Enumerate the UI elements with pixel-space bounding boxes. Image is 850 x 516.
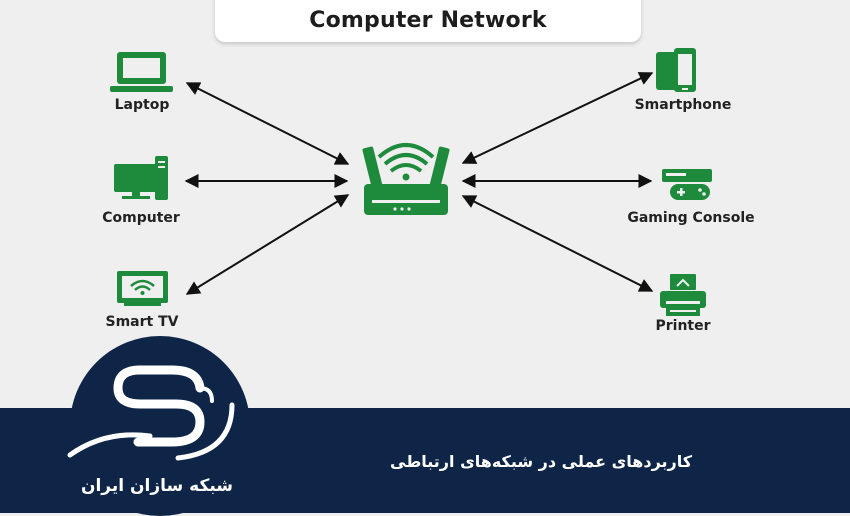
arrow-printer xyxy=(461,195,654,292)
computer-label: Computer xyxy=(102,210,180,226)
smart-tv-label: Smart TV xyxy=(105,314,179,330)
printer-label: Printer xyxy=(655,318,711,334)
arrow-smart-tv xyxy=(185,194,350,295)
brand-name: شبکه سازان ایران xyxy=(80,476,233,496)
gaming-console-icon xyxy=(662,169,712,200)
arrow-laptop xyxy=(185,82,350,165)
title-box: Computer Network xyxy=(215,0,641,42)
laptop-label: Laptop xyxy=(114,97,170,113)
printer-icon xyxy=(660,274,706,316)
smartphone-label: Smartphone xyxy=(634,97,732,113)
smartphone-icon xyxy=(656,48,696,92)
arrow-smartphone xyxy=(461,72,654,164)
wifi-router-icon xyxy=(362,143,450,215)
desktop-computer-icon xyxy=(114,156,168,200)
laptop-icon xyxy=(110,52,173,92)
gaming-console-label: Gaming Console xyxy=(627,210,755,226)
footer-caption: کاربردهای عملی در شبکه‌های ارتباطی xyxy=(390,452,693,471)
smart-tv-icon xyxy=(117,271,168,306)
diagram-title: Computer Network xyxy=(309,8,547,33)
